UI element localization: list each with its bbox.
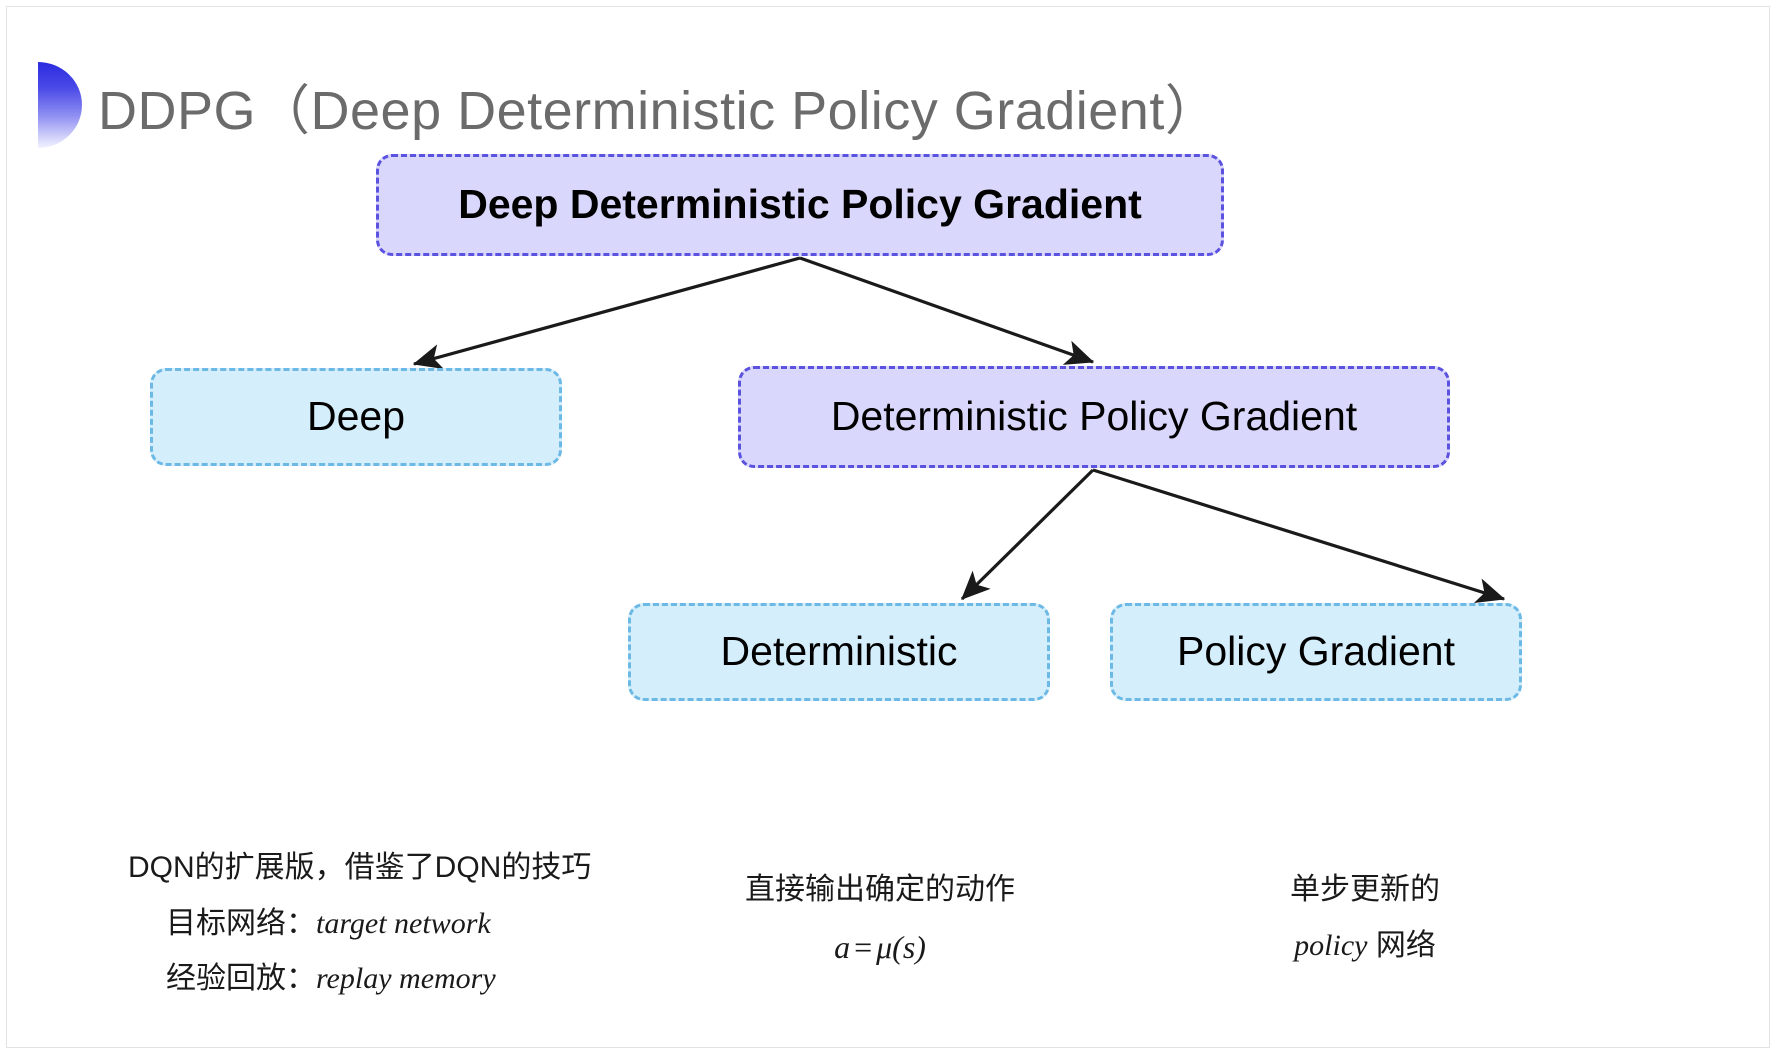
- annotation-deep-line-2-term: target network: [316, 906, 491, 940]
- annotation-deterministic-formula: a=μ(s): [745, 918, 1015, 977]
- node-root-label: Deep Deterministic Policy Gradient: [458, 181, 1142, 228]
- annotation-deep-line-2-label: 目标网络：: [166, 906, 316, 940]
- node-deep-label: Deep: [306, 393, 405, 440]
- page-title-text: DDPG（Deep Deterministic Policy Gradient）: [98, 80, 1220, 141]
- formula-rhs: μ(s): [876, 928, 926, 965]
- annotation-deep-line-2: 目标网络：target network: [128, 896, 591, 952]
- arrow-dpg-to-policy-gradient: [1092, 468, 1506, 603]
- node-dpg-label: Deterministic Policy Gradient: [830, 393, 1358, 440]
- node-deterministic-label: Deterministic: [720, 628, 958, 675]
- annotation-policy-gradient-line-1: 单步更新的: [1290, 873, 1440, 906]
- node-policy-gradient[interactable]: Policy Gradient: [1110, 603, 1522, 701]
- annotation-deep: DQN的扩展版，借鉴了DQN的技巧 目标网络：target network 经验…: [128, 840, 591, 1007]
- arrow-root-to-deep: [412, 256, 801, 370]
- formula-operator: =: [854, 928, 873, 965]
- annotation-policy-gradient: 单步更新的 policy 网络: [1240, 862, 1490, 973]
- node-deep-deterministic-policy-gradient[interactable]: Deep Deterministic Policy Gradient: [376, 154, 1224, 256]
- annotation-deterministic: 直接输出确定的动作 a=μ(s): [745, 862, 1015, 977]
- annotation-policy-gradient-term: policy: [1294, 928, 1368, 962]
- annotation-policy-gradient-suffix: 网络: [1367, 928, 1436, 962]
- formula-lhs: a: [834, 928, 851, 965]
- half-circle-gradient-icon: [38, 62, 82, 148]
- annotation-policy-gradient-line-2: policy 网络: [1240, 918, 1490, 974]
- node-deterministic-policy-gradient[interactable]: Deterministic Policy Gradient: [738, 366, 1450, 468]
- annotation-deep-line-1: DQN的扩展版，借鉴了DQN的技巧: [128, 851, 592, 884]
- arrow-root-to-dpg: [799, 256, 1095, 365]
- page-title: DDPG（Deep Deterministic Policy Gradient）: [38, 62, 1220, 148]
- annotation-deep-line-3-label: 经验回放：: [166, 962, 316, 995]
- annotation-deep-line-3-term: replay memory: [316, 962, 496, 995]
- annotation-deterministic-line-1: 直接输出确定的动作: [745, 873, 1015, 906]
- node-deep[interactable]: Deep: [150, 368, 562, 466]
- annotation-deep-line-3: 经验回放：replay memory: [128, 951, 591, 1007]
- node-deterministic[interactable]: Deterministic: [628, 603, 1050, 701]
- node-policy-gradient-label: Policy Gradient: [1176, 628, 1455, 675]
- arrow-dpg-to-deterministic: [960, 468, 1095, 601]
